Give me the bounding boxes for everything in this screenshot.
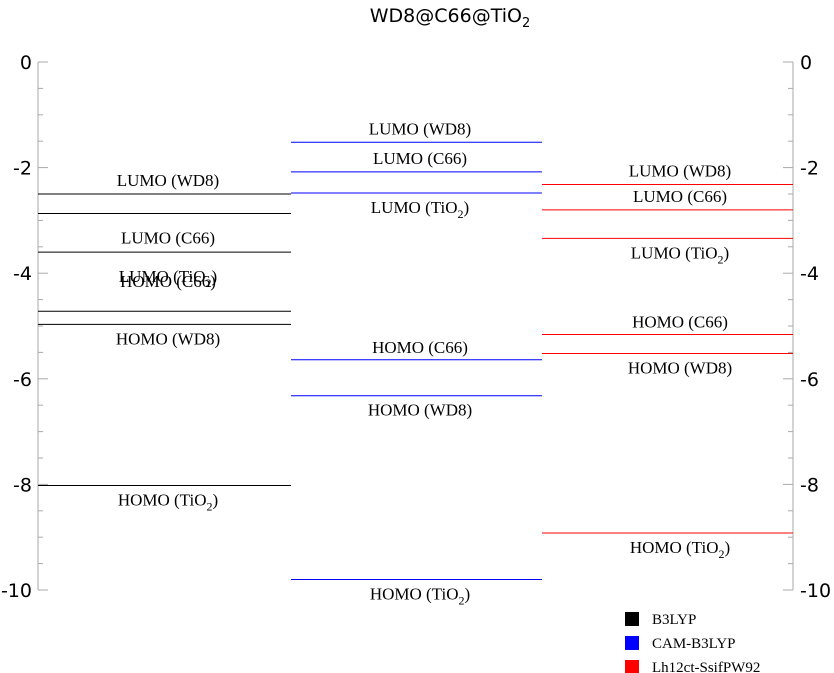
left-tick-label: 0 <box>20 52 32 74</box>
energy-level-label: HOMO (WD8) <box>116 329 220 348</box>
energy-level-label: HOMO (TiO2) <box>630 538 730 561</box>
energy-level-label: LUMO (C66) <box>633 187 727 206</box>
left-tick-label: -4 <box>13 263 32 285</box>
left-tick-label: -8 <box>13 474 32 496</box>
legend-label: CAM-B3LYP <box>652 636 736 652</box>
energy-level-label: LUMO (WD8) <box>117 171 219 190</box>
legend-label: Lh12ct-SsifPW92 <box>652 660 760 673</box>
left-tick-label: -2 <box>13 158 32 180</box>
energy-level-label: HOMO (C66) <box>120 272 216 291</box>
right-tick-label: -8 <box>800 474 819 496</box>
energy-level-label: HOMO (C66) <box>632 312 728 331</box>
legend-swatch <box>625 660 639 673</box>
chart-title: WD8@C66@TiO2 <box>370 5 531 31</box>
right-tick-label: -10 <box>800 580 831 602</box>
left-tick-label: -10 <box>1 580 32 602</box>
energy-level-label: HOMO (WD8) <box>628 358 732 377</box>
right-tick-label: 0 <box>800 52 812 74</box>
energy-level-label: LUMO (TiO2) <box>371 198 469 221</box>
chart-title-main: WD8@C66@TiO <box>370 5 522 27</box>
energy-level-label: HOMO (TiO2) <box>370 584 470 607</box>
right-tick-label: -6 <box>800 369 819 391</box>
right-tick-label: -2 <box>800 158 819 180</box>
energy-level-label: LUMO (C66) <box>121 229 215 248</box>
energy-level-label: HOMO (C66) <box>372 338 468 357</box>
left-tick-label: -6 <box>13 369 32 391</box>
energy-levels: LUMO (WD8)LUMO (C66)LUMO (TiO2)HOMO (C66… <box>38 119 793 607</box>
energy-level-label: HOMO (TiO2) <box>118 490 218 513</box>
right-tick-label: -4 <box>800 263 819 285</box>
legend: B3LYP CAM-B3LYP Lh12ct-SsifPW92 <box>625 612 760 673</box>
energy-level-label: LUMO (WD8) <box>369 119 471 138</box>
energy-level-label: HOMO (WD8) <box>368 401 472 420</box>
energy-level-label: LUMO (WD8) <box>629 161 731 180</box>
energy-level-label: LUMO (TiO2) <box>119 267 217 290</box>
legend-swatch <box>625 636 639 650</box>
legend-label: B3LYP <box>652 612 696 628</box>
axis-ticks: 0 0 -2 -2 -4 -4 -6 -6 -8 -8 -10 -10 <box>1 52 831 602</box>
chart-title-subscript: 2 <box>522 16 530 31</box>
energy-level-label: LUMO (C66) <box>373 149 467 168</box>
energy-level-label: LUMO (TiO2) <box>631 243 729 266</box>
legend-swatch <box>625 612 639 626</box>
